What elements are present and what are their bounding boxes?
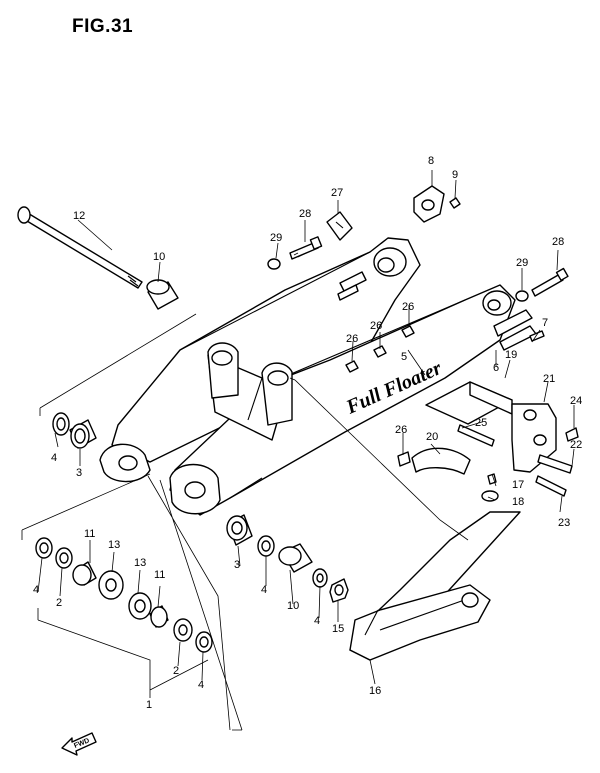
callout-28: 28 <box>552 236 564 248</box>
callout-12: 12 <box>73 210 85 222</box>
leader-lines <box>21 170 575 731</box>
callout-10: 10 <box>153 251 165 263</box>
callout-20: 20 <box>426 431 438 443</box>
callout-26: 26 <box>395 424 407 436</box>
callout-18: 18 <box>512 496 524 508</box>
callout-21: 21 <box>543 373 555 385</box>
callout-28: 28 <box>299 208 311 220</box>
fwd-direction-arrow: FWD <box>61 732 97 756</box>
callout-11: 11 <box>84 528 95 540</box>
callout-13: 13 <box>134 557 146 569</box>
figure-title: FIG.31 <box>72 16 134 37</box>
callout-6: 6 <box>493 362 499 374</box>
callout-17: 17 <box>512 479 524 491</box>
callout-3: 3 <box>76 467 82 479</box>
callout-22: 22 <box>570 439 582 451</box>
bracket-assembly <box>397 381 579 502</box>
callout-15: 15 <box>332 623 344 635</box>
top-fasteners <box>267 185 569 373</box>
callout-26: 26 <box>402 301 414 313</box>
bearing-parts-lower <box>35 514 349 653</box>
callout-4: 4 <box>314 615 320 627</box>
callout-13: 13 <box>108 539 120 551</box>
callout-27: 27 <box>331 187 343 199</box>
callout-29: 29 <box>270 232 282 244</box>
callout-4: 4 <box>51 452 57 464</box>
callout-labels: 12 10 4 3 27 28 29 8 9 28 29 7 26 26 26 … <box>33 155 582 711</box>
callout-24: 24 <box>570 395 582 407</box>
callout-10: 10 <box>287 600 299 612</box>
callout-4: 4 <box>261 584 267 596</box>
callout-9: 9 <box>452 169 458 181</box>
callout-23: 23 <box>558 517 570 529</box>
callout-11: 11 <box>154 569 165 581</box>
callout-3: 3 <box>234 559 240 571</box>
callout-7: 7 <box>542 317 548 329</box>
callout-29: 29 <box>516 257 528 269</box>
callout-4: 4 <box>33 584 39 596</box>
swingarm: Full Floater <box>99 237 516 516</box>
spacer-10-top <box>146 279 179 310</box>
callout-26: 26 <box>370 320 382 332</box>
callout-19: 19 <box>505 349 517 361</box>
callout-26: 26 <box>346 333 358 345</box>
callout-16: 16 <box>369 685 381 697</box>
pivot-shaft <box>17 206 143 289</box>
callout-25: 25 <box>475 417 487 429</box>
callout-4: 4 <box>198 679 204 691</box>
bearing-parts-left <box>52 412 97 449</box>
callout-1: 1 <box>146 699 152 711</box>
callout-8: 8 <box>428 155 434 167</box>
callout-5: 5 <box>401 351 407 363</box>
callout-2: 2 <box>173 665 179 677</box>
chain-case <box>349 511 521 661</box>
callout-2: 2 <box>56 597 62 609</box>
